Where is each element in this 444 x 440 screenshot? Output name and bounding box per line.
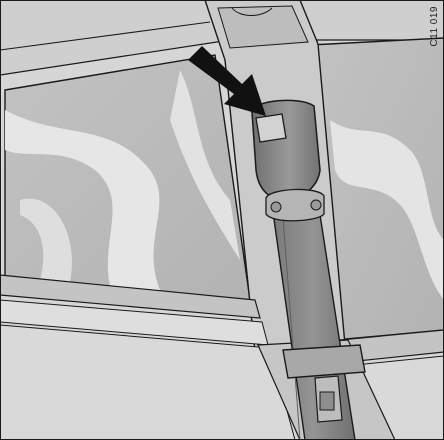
figure-code: C11 019 bbox=[429, 6, 440, 47]
front-door-lower-panel bbox=[0, 324, 296, 440]
anchor-bolt bbox=[310, 199, 322, 211]
belt-height-adjuster-icon bbox=[251, 99, 321, 201]
window-reflection bbox=[170, 70, 240, 260]
grab-handle bbox=[231, 7, 273, 16]
belt-guide-loop bbox=[282, 344, 366, 379]
anchor-bolt bbox=[270, 201, 282, 213]
buckle-tongue-slot bbox=[319, 391, 335, 411]
belt-edge-shade bbox=[281, 204, 301, 440]
window-reflection bbox=[330, 120, 444, 300]
pillar-top-trim bbox=[217, 5, 309, 49]
adjuster-release-button bbox=[255, 113, 287, 143]
window-reflection bbox=[5, 110, 160, 290]
belt-anchor-ring bbox=[265, 188, 325, 222]
door-sill-trim bbox=[0, 274, 261, 319]
window-reflection bbox=[20, 198, 72, 282]
roof-line bbox=[0, 21, 211, 51]
arrow-icon bbox=[188, 46, 266, 116]
